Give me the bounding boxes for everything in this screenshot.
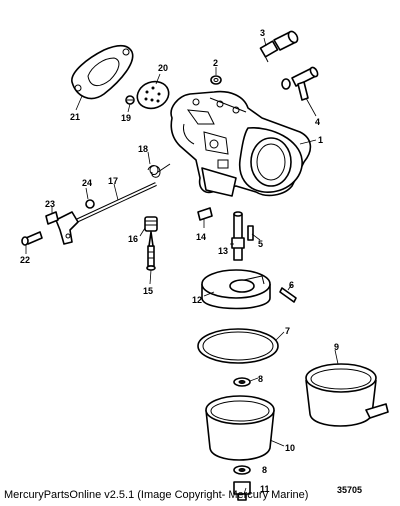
- copyright-credit: MercuryPartsOnline v2.5.1 (Image Copyrig…: [4, 489, 309, 501]
- callout-2: 2: [213, 58, 218, 68]
- part-1-carburetor-body: [170, 90, 312, 197]
- part-11-drain-plug: [233, 481, 251, 501]
- part-10-float-bowl: [205, 395, 275, 461]
- part-18-spring: [147, 163, 171, 178]
- callout-14: 14: [196, 232, 206, 242]
- part-14-plug: [197, 207, 213, 221]
- callout-18: 18: [138, 144, 148, 154]
- part-7-gasket-ring: [197, 328, 279, 364]
- callout-22: 22: [20, 255, 30, 265]
- callout-4: 4: [315, 117, 320, 127]
- callout-labels: 1 2 3 4 5 6 7 8 9 10 8 11 12 13 14 15 16…: [20, 28, 362, 495]
- part-4-tee-fitting: [281, 66, 319, 101]
- callout-3: 3: [260, 28, 265, 38]
- part-19-screw: [125, 95, 135, 105]
- part-22-screw: [21, 231, 43, 246]
- part-17-shaft: [73, 182, 157, 224]
- diagram-reference-number: 35705: [337, 485, 362, 495]
- part-24-washer: [85, 199, 95, 209]
- part-2-ring: [210, 75, 222, 85]
- part-21-gasket: [71, 44, 134, 100]
- part-16-seat: [144, 216, 158, 232]
- callout-9: 9: [334, 342, 339, 352]
- callout-8-lower: 8: [262, 465, 267, 475]
- part-15-needle: [146, 231, 156, 271]
- callout-11: 11: [260, 484, 270, 494]
- part-23-lever: [45, 211, 79, 245]
- callout-15: 15: [143, 286, 153, 296]
- callout-21: 21: [70, 112, 80, 122]
- part-8-washer-upper: [233, 377, 251, 387]
- callout-23: 23: [45, 199, 55, 209]
- callout-10: 10: [285, 443, 295, 453]
- callout-24: 24: [82, 178, 92, 188]
- part-9-float-bowl-alt: [305, 363, 389, 427]
- callout-1: 1: [318, 135, 323, 145]
- part-12-float: [201, 269, 271, 310]
- callout-6: 6: [289, 280, 294, 290]
- part-6-pin: [279, 287, 297, 303]
- part-8-washer-lower: [233, 465, 251, 475]
- callout-8-upper: 8: [258, 374, 263, 384]
- part-5-pin: [247, 225, 254, 241]
- callout-7: 7: [285, 326, 290, 336]
- callout-12: 12: [192, 295, 202, 305]
- callout-20: 20: [158, 63, 168, 73]
- callout-19: 19: [121, 113, 131, 123]
- part-13-jet-tube: [231, 211, 245, 261]
- callout-13: 13: [218, 246, 228, 256]
- part-20-plate: [136, 80, 170, 110]
- callout-5: 5: [258, 239, 263, 249]
- callout-17: 17: [108, 176, 118, 186]
- callout-16: 16: [128, 234, 138, 244]
- part-3-fitting: [259, 30, 299, 63]
- leader-lines: [25, 37, 339, 495]
